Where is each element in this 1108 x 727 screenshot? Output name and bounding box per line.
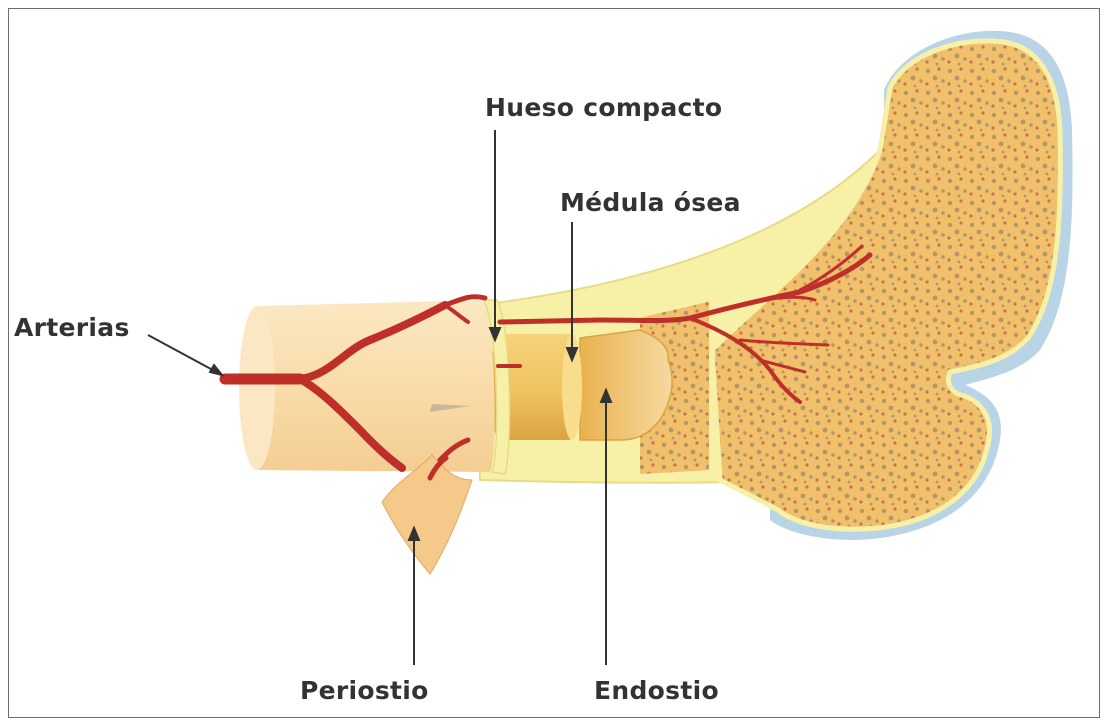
label-hueso-compacto: Hueso compacto [485, 93, 722, 122]
label-periostio: Periostio [300, 676, 429, 705]
periosteum-shaft-end [239, 306, 275, 470]
bone-marrow-cylinder [500, 334, 570, 440]
periosteum-flap [382, 455, 472, 574]
label-arterias: Arterias [14, 313, 130, 342]
label-endostio: Endostio [594, 676, 719, 705]
label-medula-osea: Médula ósea [560, 188, 741, 217]
